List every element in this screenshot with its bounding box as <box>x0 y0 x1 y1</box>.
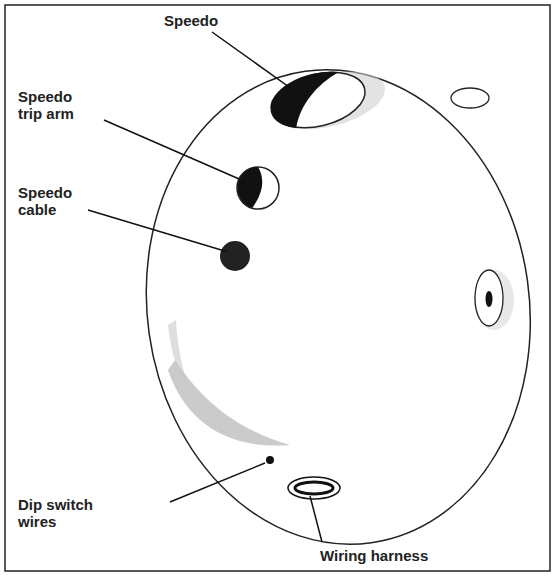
shell-shading <box>168 360 290 446</box>
leader-line <box>212 32 296 92</box>
part-label: Wiring harness <box>320 547 470 564</box>
side-mount <box>474 270 514 330</box>
part-label: Speedo cable <box>18 184 80 218</box>
part-label: Dip switch wires <box>18 496 110 530</box>
leader-line <box>170 463 265 502</box>
part-label: Speedo trip arm <box>18 88 96 122</box>
leader-line <box>104 120 246 182</box>
leader-line <box>88 210 228 252</box>
speedo-hole <box>265 58 391 140</box>
part-label: Speedo <box>164 12 254 29</box>
leader-line <box>310 496 322 542</box>
wiring-harness-grommet <box>288 477 340 499</box>
speedo-trip-arm-hole <box>237 167 279 209</box>
shell-shading <box>168 320 195 400</box>
small-hole <box>451 88 489 108</box>
dip-switch-hole <box>266 456 274 464</box>
shell-outline <box>116 45 555 570</box>
speedo-cable-hole <box>220 241 250 271</box>
